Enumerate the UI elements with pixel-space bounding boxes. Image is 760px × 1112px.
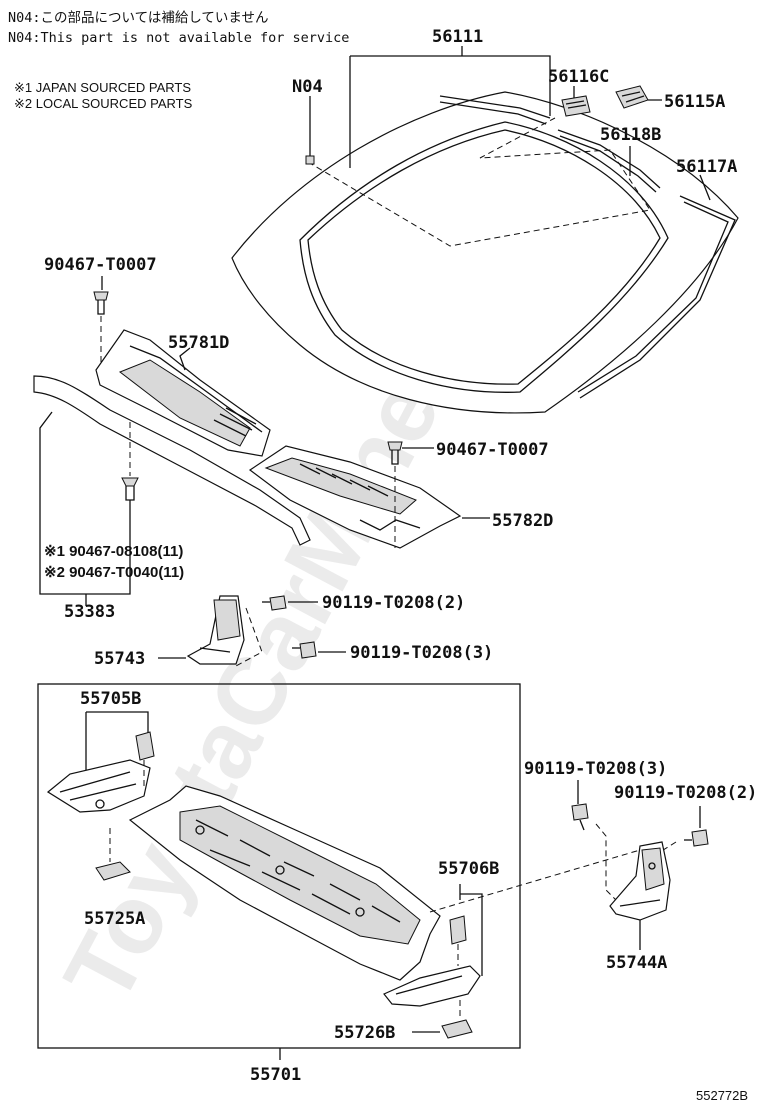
- label-56117a: 56117A: [676, 157, 737, 177]
- bolt-90119-t0208-2-lower: [684, 829, 709, 847]
- label-53383: 53383: [64, 602, 115, 622]
- label-90467-t0040: ※2 90467-T0040(11): [44, 564, 184, 581]
- label-90119-t0208-2-a: 90119-T0208(2): [322, 593, 465, 613]
- molding-56117a: [579, 195, 736, 399]
- label-n04: N04: [292, 77, 323, 97]
- label-56115a: 56115A: [664, 92, 725, 112]
- clip-90467-t0007-right: [387, 441, 403, 465]
- panel-55705b: [46, 731, 155, 813]
- clip-90467-t0007-left: [93, 291, 109, 315]
- note-n04-japanese: N04:この部品については補給していません: [8, 10, 269, 26]
- label-55701: 55701: [250, 1065, 301, 1085]
- cowl-louver-55782d: [248, 445, 462, 549]
- label-55725a: 55725A: [84, 909, 145, 929]
- cowl-louver-55781d: [95, 329, 271, 457]
- group-box-55701: [37, 683, 521, 1049]
- molding-56118b: [557, 129, 661, 189]
- label-55781d: 55781D: [168, 333, 229, 353]
- note-n04-english: N04:This part is not available for servi…: [8, 30, 349, 46]
- note-japan-sourced: ※1 JAPAN SOURCED PARTS: [14, 80, 191, 95]
- note-local-sourced: ※2 LOCAL SOURCED PARTS: [14, 96, 193, 111]
- bolt-90119-t0208-2-upper: [262, 595, 287, 611]
- label-55706b: 55706B: [438, 859, 499, 879]
- label-55726b: 55726B: [334, 1023, 395, 1043]
- cowl-panel-55701: [128, 785, 441, 981]
- plate-55725a: [95, 861, 131, 881]
- label-90467-t0007-left: 90467-T0007: [44, 255, 157, 275]
- panel-55706b: [383, 915, 481, 1007]
- diagram-code: 552772B: [696, 1088, 748, 1103]
- label-90119-t0208-3-a: 90119-T0208(3): [350, 643, 493, 663]
- label-55744a: 55744A: [606, 953, 667, 973]
- windshield-glass: [231, 91, 739, 414]
- label-56118b: 56118B: [600, 125, 661, 145]
- label-90119-t0208-3-b: 90119-T0208(3): [524, 759, 667, 779]
- bolt-90119-t0208-3-lower: [571, 803, 589, 831]
- clip-56115a: [615, 85, 649, 109]
- label-90467-08108: ※1 90467-08108(11): [44, 543, 183, 560]
- label-55782d: 55782D: [492, 511, 553, 531]
- bracket-55744a: [609, 841, 671, 921]
- label-90119-t0208-2-b: 90119-T0208(2): [614, 783, 757, 803]
- label-55743: 55743: [94, 649, 145, 669]
- label-56111: 56111: [432, 27, 483, 47]
- clip-90467-08108: [121, 477, 139, 501]
- label-55705b: 55705B: [80, 689, 141, 709]
- label-90467-t0007-right: 90467-T0007: [436, 440, 549, 460]
- label-56116c: 56116C: [548, 67, 609, 87]
- bolt-90119-t0208-3-upper: [292, 641, 317, 659]
- bracket-55743: [186, 595, 245, 665]
- plate-55726b: [441, 1019, 473, 1039]
- clip-56116c: [561, 95, 591, 117]
- seal-53383: [33, 375, 311, 546]
